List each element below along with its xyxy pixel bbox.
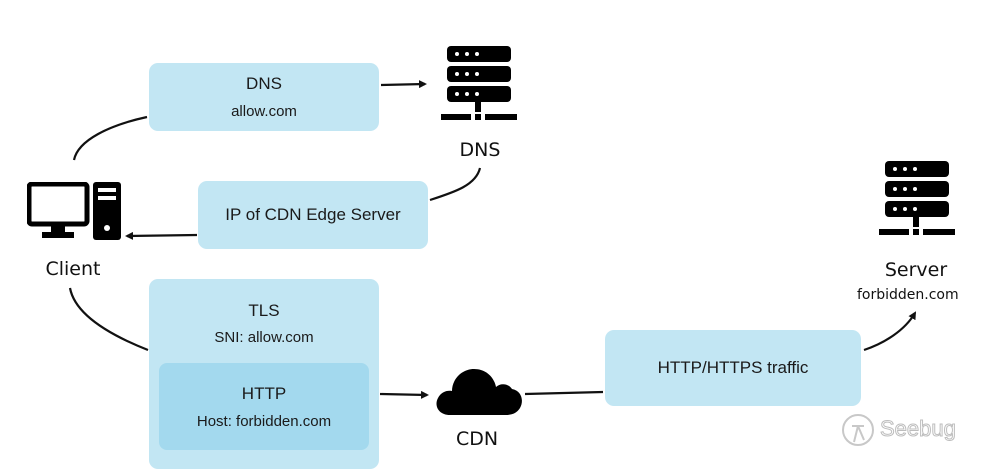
watermark-text: Seebug [880,416,957,442]
server-rack-icon [441,46,517,120]
cdn-label: CDN [455,428,499,450]
http-box: HTTP Host: forbidden.com [159,363,369,450]
dns-response-title: IP of CDN Edge Server [225,205,401,224]
dns-query-box: DNS allow.com [149,63,379,131]
tls-box: TLS SNI: allow.com HTTP Host: forbidden.… [149,279,379,469]
dns-query-to-dns-arrow [380,80,427,89]
dns-response-box: IP of CDN Edge Server [198,181,428,249]
server-rack-icon [879,161,955,235]
http-subtitle: Host: forbidden.com [196,412,332,430]
desktop-computer-icon [27,182,121,240]
tls-subtitle: SNI: allow.com [214,329,314,346]
client-to-tls-line [68,287,149,352]
traffic-title: HTTP/HTTPS traffic [657,358,809,377]
client-label: Client [45,258,101,280]
http-to-cdn-arrow [379,390,429,399]
traffic-to-server-arrow [863,311,917,352]
dns-query-subtitle: allow.com [231,103,297,120]
server-sublabel: forbidden.com [857,287,959,303]
dns-server-label: DNS [459,139,501,161]
dns-query-title: DNS [246,74,282,93]
seebug-logo-icon [842,414,874,446]
connector-lines [68,80,917,399]
cloud-icon [436,369,522,415]
http-title: HTTP [241,383,287,403]
cdn-to-traffic-line [524,390,604,396]
server-label: Server [884,259,948,281]
tls-title: TLS [248,301,280,320]
dns-to-response-line [429,167,482,202]
client-to-dns-query-line [72,115,148,161]
traffic-box: HTTP/HTTPS traffic [605,330,861,406]
response-to-client-arrow [125,231,198,240]
